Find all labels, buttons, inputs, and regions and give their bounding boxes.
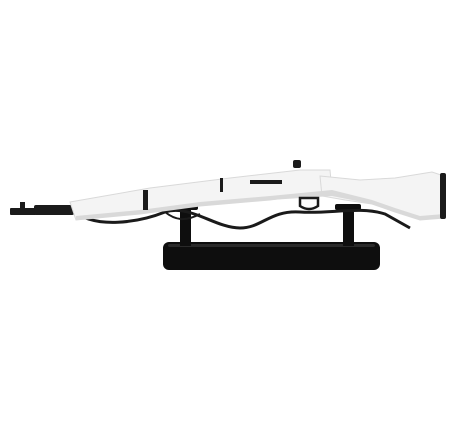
trigger-guard	[298, 196, 320, 211]
operating-rod	[250, 180, 282, 184]
stock-shadow	[76, 190, 444, 220]
stand-post-left	[180, 208, 191, 246]
rifle-receiver	[143, 160, 320, 211]
stand-base-highlight	[168, 244, 375, 247]
muzzle	[10, 208, 36, 215]
stand-cradle-right	[335, 204, 361, 210]
rifle-sling	[71, 208, 411, 230]
butt-plate	[440, 173, 446, 219]
rifle-barrel	[10, 202, 74, 215]
stand-base	[163, 242, 380, 270]
front-sight	[20, 202, 25, 209]
gas-cylinder	[34, 205, 74, 215]
rifle-sling-loop	[164, 211, 201, 220]
rear-handguard-band	[220, 178, 223, 192]
stand-post-right	[343, 208, 354, 246]
barrel-band	[143, 190, 148, 210]
rear-sight	[293, 160, 301, 168]
rifle-stock	[69, 169, 446, 221]
